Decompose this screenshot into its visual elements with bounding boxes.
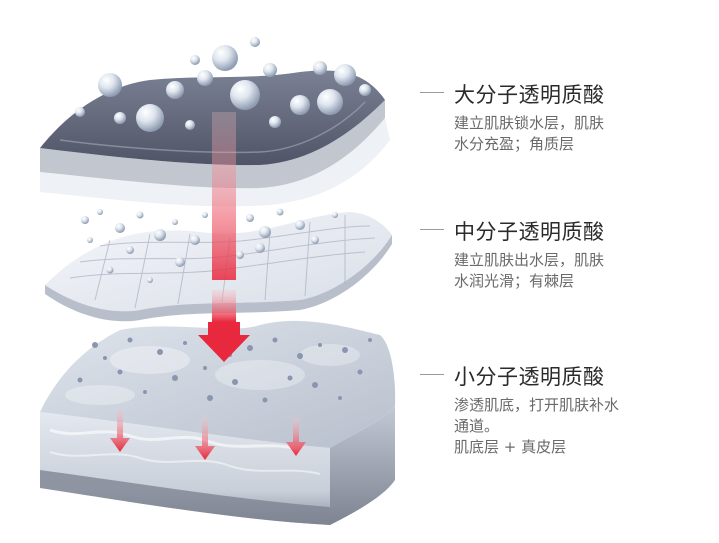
legend-description: 建立肌肤出水层，肌肤 水润光滑；有棘层 <box>454 250 714 292</box>
legend-title: 小分子透明质酸 <box>454 361 605 391</box>
legend-description-line: 建立肌肤锁水层，肌肤 <box>454 113 714 134</box>
legend-title: 大分子透明质酸 <box>454 79 605 109</box>
leader-line <box>420 92 444 93</box>
leader-line <box>420 229 444 230</box>
legend-description-line: 肌底层 + 真皮层 <box>454 437 714 458</box>
legend-description-line: 建立肌肤出水层，肌肤 <box>454 250 714 271</box>
legend-description-line: 水分充盈；角质层 <box>454 134 714 155</box>
legend-title: 中分子透明质酸 <box>454 216 605 246</box>
legend-description-line: 水润光滑；有棘层 <box>454 271 714 292</box>
legend-description-line: 渗透肌底，打开肌肤补水 <box>454 395 714 416</box>
legend-description-line: 通道。 <box>454 416 714 437</box>
legend-description: 渗透肌底，打开肌肤补水 通道。 肌底层 + 真皮层 <box>454 395 714 458</box>
leader-line <box>420 374 444 375</box>
legend-description: 建立肌肤锁水层，肌肤 水分充盈；角质层 <box>454 113 714 155</box>
